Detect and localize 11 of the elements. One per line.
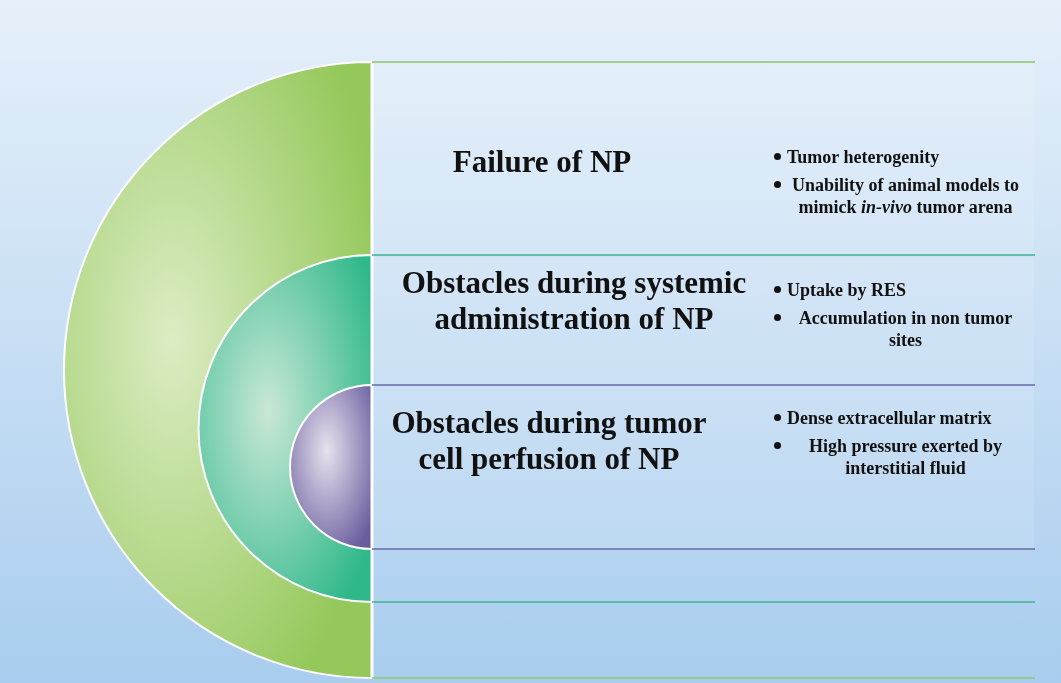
text-band: [374, 387, 1034, 548]
bullet-text: Tumor heterogenity: [787, 146, 940, 168]
band-heading: Failure of NP: [451, 144, 633, 180]
bullet-text: Uptake by RES: [787, 279, 907, 301]
text-band: [374, 257, 1034, 384]
bullet-text: Dense extracellular matrix: [787, 407, 992, 429]
bullet-text: Unability of animal models to mimick in-vivo tumor arena: [791, 174, 1020, 218]
bullet-text: Accumulation in non tumor sites: [797, 307, 1014, 351]
band-heading: Obstacles during tumor cell perfusion of NP: [390, 405, 708, 477]
bullet-text: High pressure exerted by interstitial fluid: [808, 435, 1003, 479]
band-heading: Obstacles during systemic administration of NP: [400, 265, 748, 337]
